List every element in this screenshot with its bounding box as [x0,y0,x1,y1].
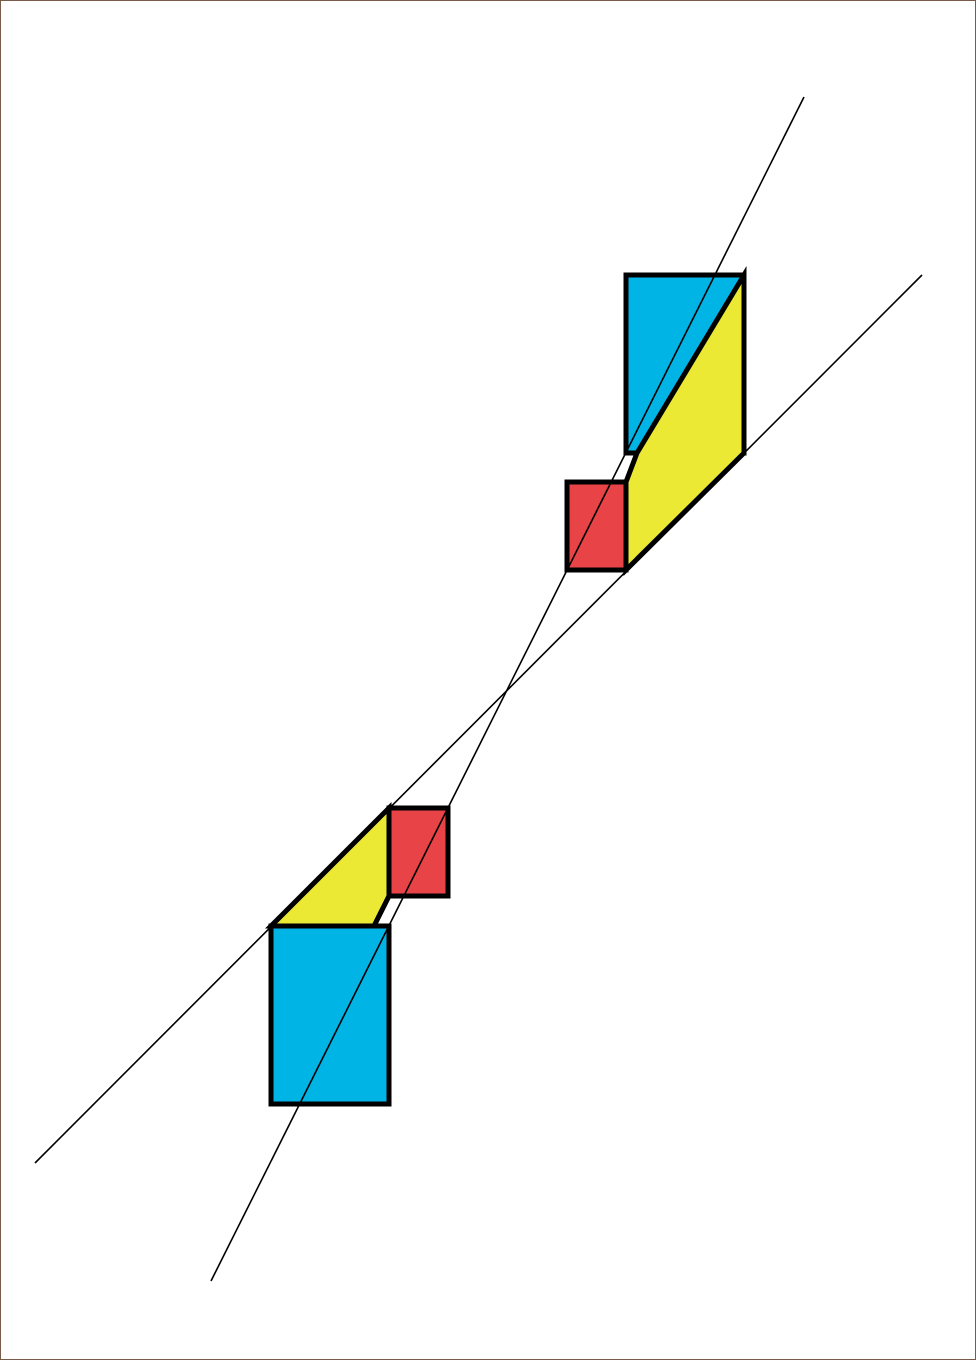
lower-cyan-rectangle [268,923,392,1107]
lower-red-rectangle [386,805,451,899]
shallow-diagonal-line [34,274,923,1164]
upper-red-rectangle [564,479,629,573]
